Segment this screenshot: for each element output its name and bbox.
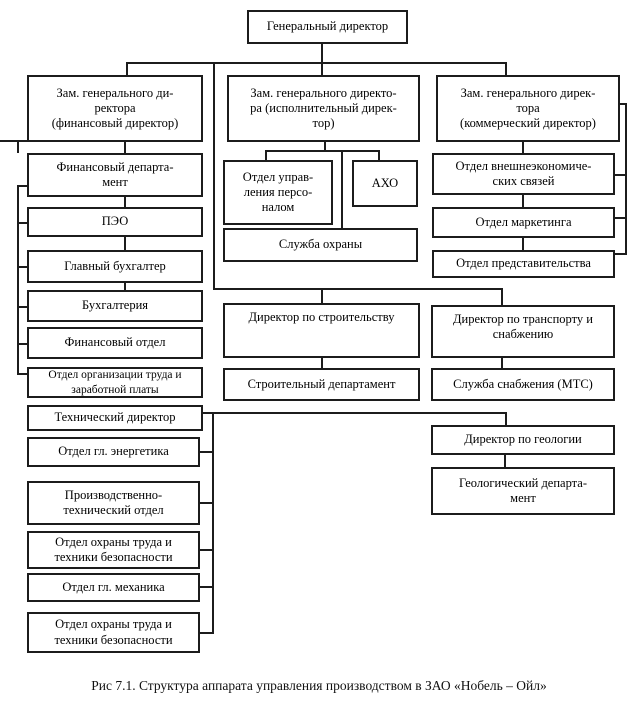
connector [341,150,343,228]
connector [321,358,323,368]
connector [378,150,380,160]
node-production-technical-department: Производственно- технический отдел [27,481,200,525]
connector [126,62,128,75]
connector [124,142,126,153]
node-accounting: Бухгалтерия [27,290,203,322]
node-hr-department: Отдел управ- ления персо- налом [223,160,333,225]
node-marketing-department: Отдел маркетинга [432,207,615,238]
node-deputy-executive-director: Зам. генерального директо- ра (исполните… [227,75,420,142]
node-foreign-economic-department: Отдел внешнеэкономиче- ских связей [432,153,615,195]
connector [505,62,507,75]
node-labor-safety-department-1: Отдел охраны труда и техники безопасност… [27,531,200,569]
connector [501,288,503,305]
node-geology-department: Геологический департа- мент [431,467,615,515]
connector [625,103,627,255]
node-supply-service: Служба снабжения (МТС) [431,368,615,401]
node-labor-organization: Отдел организации труда и заработной пла… [27,367,203,398]
connector [17,373,27,375]
connector [17,306,27,308]
connector [505,412,507,425]
connector [200,632,212,634]
connector [213,62,215,290]
connector [200,586,212,588]
node-finance-department: Финансовый департа- мент [27,153,203,197]
node-security-service: Служба охраны [223,228,418,262]
connector [124,237,126,250]
node-labor-safety-department-2: Отдел охраны труда и техники безопасност… [27,612,200,653]
node-general-director: Генеральный директор [247,10,408,44]
connector [265,150,267,160]
connector [17,185,19,375]
connector [17,222,27,224]
connector [212,412,214,634]
connector [501,358,503,368]
connector [615,253,625,255]
connector [615,217,625,219]
connector [0,140,27,142]
connector [200,502,212,504]
connector [620,103,627,105]
connector [17,140,19,153]
connector [615,174,625,176]
figure-caption: Рис 7.1. Структура аппарата управления п… [91,678,547,693]
connector [213,288,503,290]
node-construction-department: Строительный департамент [223,368,420,401]
node-deputy-finance-director: Зам. генерального ди- ректора (финансовы… [27,75,203,142]
connector [321,44,323,75]
node-chief-accountant: Главный бухгалтер [27,250,203,283]
node-construction-director: Директор по строительству [223,303,420,358]
connector [200,549,212,551]
node-aho: АХО [352,160,418,207]
connector [522,238,524,250]
connector [203,412,507,414]
node-finance-otdel: Финансовый отдел [27,327,203,359]
node-representation-department: Отдел представительства [432,250,615,278]
connector [324,142,326,152]
connector [124,283,126,290]
connector [522,142,524,153]
node-geology-director: Директор по геологии [431,425,615,455]
node-peo: ПЭО [27,207,203,237]
node-technical-director: Технический директор [27,405,203,431]
connector [17,343,27,345]
node-deputy-commercial-director: Зам. генерального дирек- тора (коммерчес… [436,75,620,142]
connector [124,197,126,207]
connector [504,455,506,467]
node-chief-power-department: Отдел гл. энергетика [27,437,200,467]
connector [127,62,507,64]
connector [17,266,27,268]
node-transport-director: Директор по транспорту и снабжению [431,305,615,358]
connector [200,451,212,453]
connector [522,195,524,207]
node-chief-mechanic-department: Отдел гл. механика [27,573,200,602]
connector [266,150,380,152]
connector [321,288,323,303]
connector [17,185,27,187]
